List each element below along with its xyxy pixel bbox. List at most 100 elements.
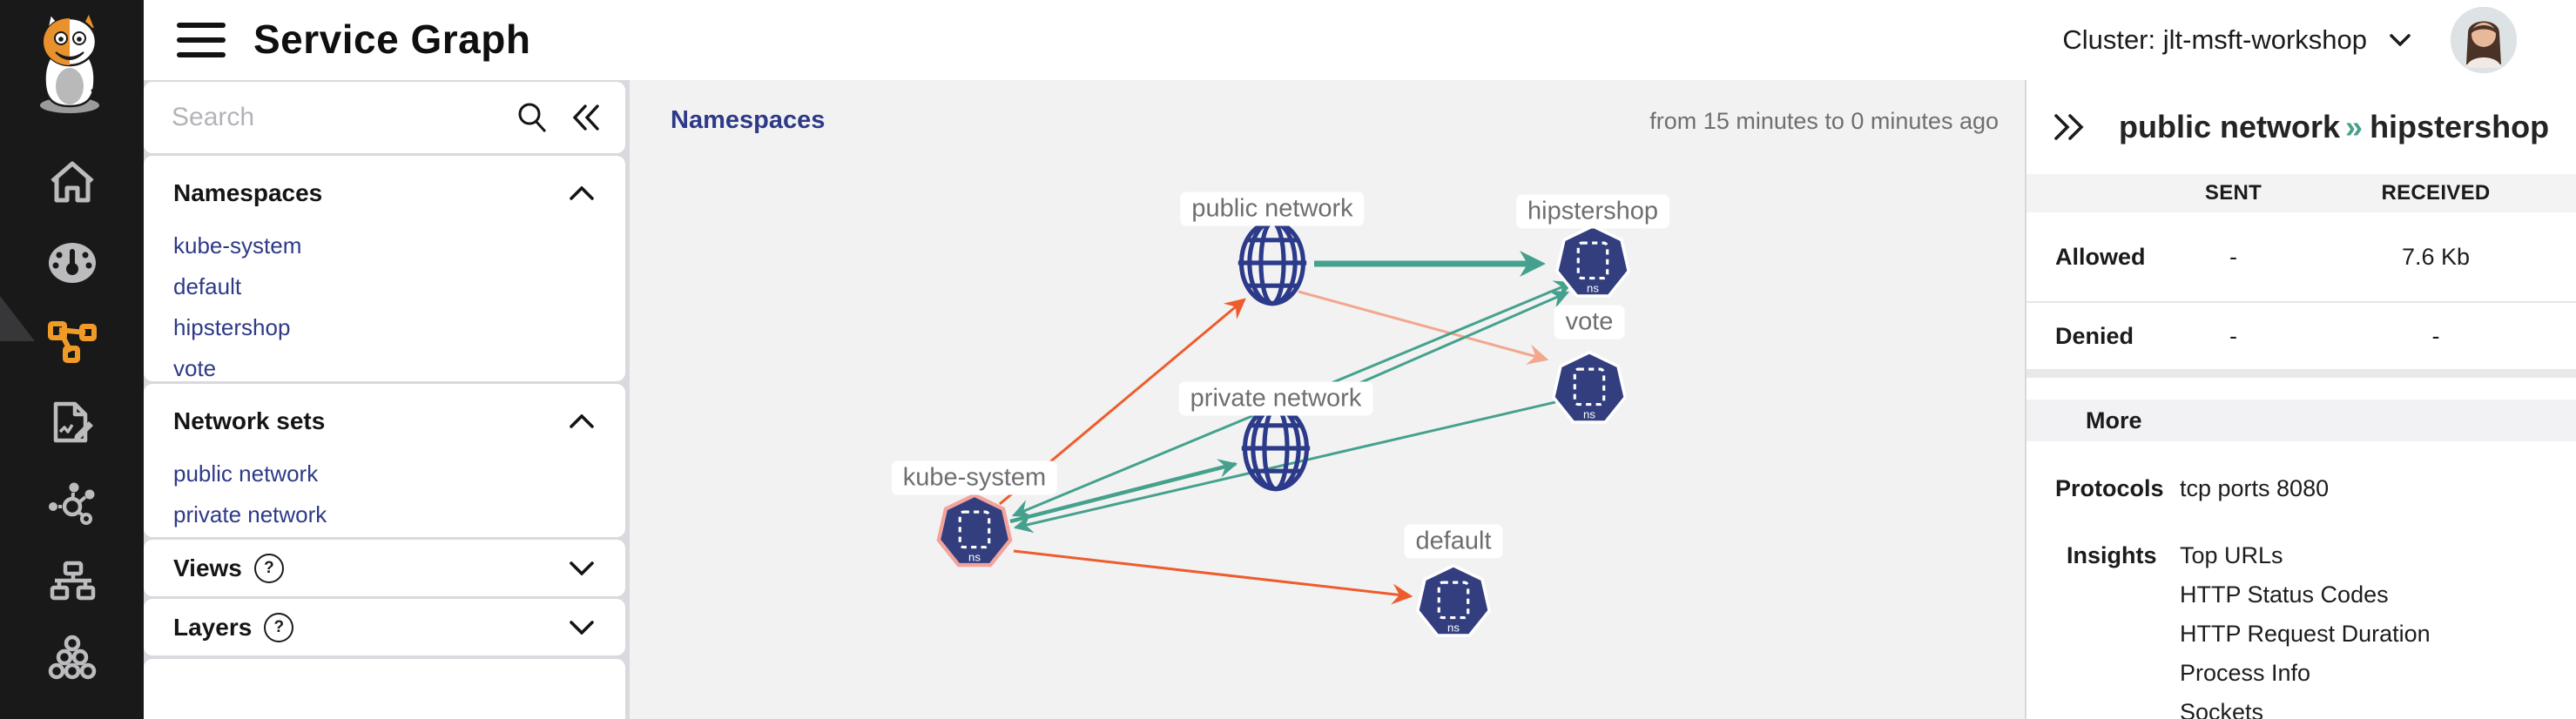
insight-item-process-info[interactable]: Process Info	[2180, 660, 2311, 686]
graph-node-label-private-network[interactable]: private network	[1178, 381, 1373, 416]
nav-cluster[interactable]	[0, 624, 144, 690]
top-bar: Service Graph Cluster: jlt-msft-workshop	[144, 0, 2576, 80]
section-header[interactable]: Layers?	[144, 599, 625, 655]
insight-item-http-status-codes[interactable]: HTTP Status Codes	[2180, 581, 2389, 608]
section-header[interactable]: Views?	[144, 540, 625, 596]
nav-hierarchy[interactable]	[0, 548, 144, 615]
graph-node-label-default[interactable]: default	[1404, 524, 1503, 559]
nav-dashboard[interactable]	[0, 230, 144, 296]
sidebar-section-views: Views?	[144, 540, 625, 596]
search-icon[interactable]	[516, 101, 549, 134]
nav-home[interactable]	[0, 149, 144, 215]
graph-node-label-vote[interactable]: vote	[1554, 305, 1625, 339]
org-tree-icon	[48, 560, 97, 603]
row-received-value: 7.6 Kb	[2401, 243, 2471, 270]
nav-threats[interactable]	[0, 470, 144, 536]
insight-item-top-urls[interactable]: Top URLs	[2180, 542, 2283, 568]
expand-panel-icon[interactable]	[2051, 112, 2086, 142]
sidebar-item-hipstershop[interactable]: hipstershop	[173, 314, 291, 340]
sidebar-item-public-network[interactable]: public network	[173, 460, 319, 487]
chevron-down-icon[interactable]	[570, 561, 594, 575]
sidebar-item-vote[interactable]: vote	[173, 355, 217, 381]
edge-kube-system-to-default[interactable]	[1013, 549, 1413, 605]
traffic-table-header: SENT RECEIVED	[2026, 174, 2576, 212]
graph-view-label: Namespaces	[671, 106, 826, 134]
policies-edit-icon	[49, 399, 96, 446]
traffic-row-allowed: Allowed - 7.6 Kb	[2026, 212, 2576, 303]
graph-node-default[interactable]: ns	[1415, 564, 1492, 641]
section-divider	[2026, 369, 2576, 378]
chevron-up-icon[interactable]	[570, 414, 594, 428]
chevron-up-icon[interactable]	[570, 186, 594, 200]
row-label: Allowed	[2055, 243, 2146, 270]
sidebar-item-default[interactable]: default	[173, 273, 242, 299]
edge-breadcrumb: public network » hipstershop	[2119, 109, 2549, 145]
svg-text:ns: ns	[1447, 621, 1460, 634]
search-card: Search	[144, 82, 625, 153]
section-header[interactable]: Network sets	[144, 384, 625, 459]
rail-active-notch	[0, 296, 35, 341]
sidebar-section-layers: Layers?	[144, 599, 625, 655]
graph-node-label-public-network[interactable]: public network	[1180, 192, 1365, 226]
row-label: Denied	[2055, 322, 2134, 349]
row-sent-value: -	[2229, 322, 2237, 349]
section-label: Views	[173, 554, 242, 581]
cluster-selector-label: Cluster: jlt-msft-workshop	[2062, 24, 2367, 55]
search-input[interactable]: Search	[172, 103, 255, 131]
nav-service-graph[interactable]	[0, 308, 144, 374]
service-graph-icon	[47, 319, 98, 364]
section-header[interactable]: Namespaces	[144, 156, 625, 231]
protocols-label: Protocols	[2055, 475, 2164, 501]
user-avatar[interactable]	[2451, 7, 2517, 73]
cluster-nodes-icon	[48, 635, 97, 680]
graph-node-public-network[interactable]	[1231, 214, 1313, 312]
left-nav-rail	[0, 0, 144, 719]
insight-item-sockets[interactable]: Sockets	[2180, 699, 2264, 719]
section-label: Namespaces	[173, 179, 323, 206]
help-icon[interactable]: ?	[253, 553, 284, 583]
threat-molecule-icon	[48, 480, 97, 526]
insights-label: Insights	[2067, 542, 2157, 568]
page-title: Service Graph	[253, 17, 531, 62]
section-label: Network sets	[173, 407, 326, 434]
cluster-selector[interactable]: Cluster: jlt-msft-workshop	[2062, 0, 2411, 80]
collapse-panel-icon[interactable]	[571, 103, 601, 132]
service-graph-canvas[interactable]: Namespaces from 15 minutes to 0 minutes …	[630, 80, 2025, 719]
graph-node-label-kube-system[interactable]: kube-system	[891, 460, 1058, 495]
column-received: RECEIVED	[2381, 181, 2491, 205]
graph-node-label-hipstershop[interactable]: hipstershop	[1516, 194, 1669, 229]
protocols-row: Protocols tcp ports 8080	[2026, 469, 2576, 508]
insight-item-http-request-duration[interactable]: HTTP Request Duration	[2180, 621, 2431, 647]
graph-node-hipstershop[interactable]: ns	[1554, 225, 1631, 301]
sidebar-section-namespaces: Namespaces kube-system default hipstershop v…	[144, 156, 625, 381]
row-received-value: -	[2431, 322, 2440, 349]
sidebar-item-private-network[interactable]: private network	[173, 501, 327, 527]
sidebar-section-extra	[144, 659, 625, 719]
home-icon	[49, 160, 96, 204]
help-icon[interactable]: ?	[264, 612, 294, 642]
chevron-down-icon[interactable]	[570, 620, 594, 635]
breadcrumb-arrow-icon: »	[2345, 109, 2364, 144]
column-sent: SENT	[2204, 181, 2262, 205]
row-sent-value: -	[2229, 243, 2237, 270]
graph-node-vote[interactable]: ns	[1551, 351, 1628, 427]
hamburger-menu-button[interactable]	[177, 23, 226, 57]
filter-side-panel: Search Namespaces kube-system default hipst…	[144, 80, 630, 719]
nav-policies[interactable]	[0, 389, 144, 455]
section-label: Layers	[173, 613, 253, 641]
chevron-down-icon	[2390, 34, 2411, 46]
traffic-row-denied: Denied - -	[2026, 303, 2576, 369]
breadcrumb-source: public network	[2119, 109, 2341, 144]
svg-text:ns: ns	[968, 550, 981, 563]
graph-time-range[interactable]: from 15 minutes to 0 minutes ago	[1649, 108, 1999, 134]
dashboard-gauge-icon	[48, 242, 97, 284]
protocols-value: tcp ports 8080	[2180, 475, 2330, 501]
calico-cat-logo	[12, 3, 130, 117]
more-section-header[interactable]: More	[2026, 400, 2576, 441]
edge-public-network-to-vote[interactable]	[1298, 290, 1549, 365]
graph-node-kube-system[interactable]: ns	[936, 494, 1013, 570]
svg-text:ns: ns	[1583, 407, 1595, 420]
sidebar-item-kube-system[interactable]: kube-system	[173, 232, 302, 259]
